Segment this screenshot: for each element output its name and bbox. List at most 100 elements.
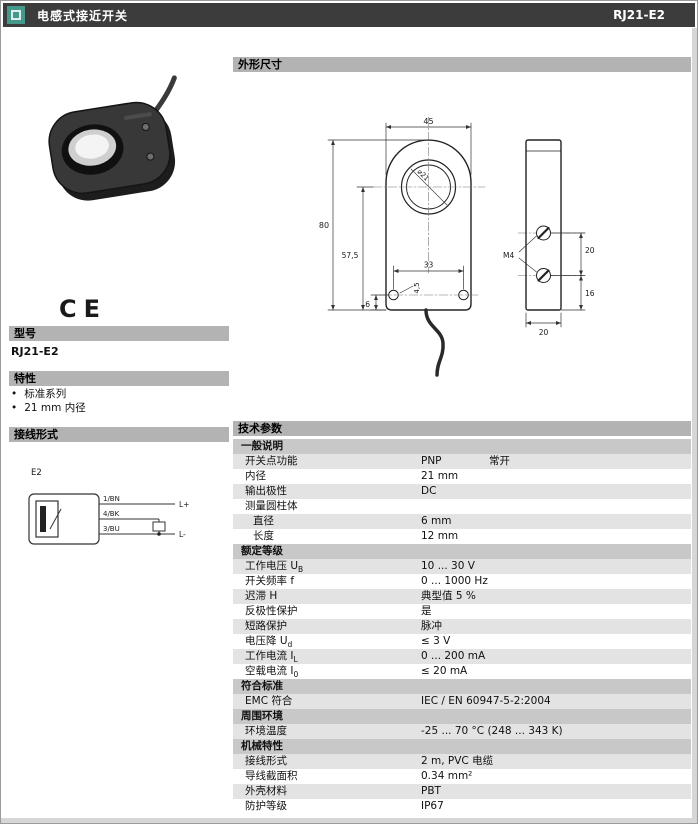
- tech-row: 防护等级 IP67: [233, 799, 691, 814]
- tech-row-label: 电压降 Ud: [245, 635, 293, 650]
- side-view: [525, 139, 562, 311]
- section-header-dimensions: 外形尺寸: [233, 57, 691, 72]
- tech-row-label: 直径: [253, 515, 274, 527]
- tech-row: 直径 6 mm: [233, 514, 691, 529]
- tech-section-title: 符合标准: [233, 679, 691, 694]
- feature-item: 标准系列: [11, 387, 86, 401]
- tech-row-value: IP67: [421, 800, 444, 812]
- product-photo: [9, 41, 229, 293]
- tech-row-value: ≤ 3 V: [421, 635, 451, 647]
- tech-row-value: -25 ... 70 °C (248 ... 343 K): [421, 725, 563, 737]
- section-header-connection: 接线形式: [9, 427, 229, 442]
- tech-row-value: IEC / EN 60947-5-2:2004: [421, 695, 551, 707]
- wiring-diagram: E2 1/BN 4/BK 3/BU L+ L-: [9, 449, 229, 569]
- dim-depth-label: 20: [539, 328, 549, 337]
- section-header-tech: 技术参数: [233, 421, 691, 436]
- wiring-diagram-svg: E2 1/BN 4/BK 3/BU L+ L-: [28, 468, 189, 545]
- tech-row-label: 迟滞 H: [245, 590, 278, 602]
- dim-center-height: [356, 186, 374, 311]
- dim-bottom-offset-label: 6: [365, 300, 370, 309]
- tech-row: 反极性保护是: [233, 604, 691, 619]
- header-model-number: RJ21-E2: [613, 8, 665, 22]
- section-header-features: 特性: [9, 371, 229, 386]
- tech-row-label: 防护等级: [245, 800, 287, 812]
- tech-row-value-2: 常开: [489, 455, 510, 467]
- tech-row-value: 6 mm: [421, 515, 452, 527]
- tech-row-label: 空载电流 I0: [245, 665, 299, 680]
- tech-section-title: 额定等级: [233, 544, 691, 559]
- tech-row: 电压降 Ud ≤ 3 V: [233, 634, 691, 649]
- product-screw-1: [141, 122, 150, 131]
- product-label-line: [124, 112, 152, 120]
- tech-row-value: 0.34 mm²: [421, 770, 473, 782]
- tech-row-value: PBT: [421, 785, 441, 797]
- tech-row-label: 环境温度: [245, 725, 287, 737]
- dim-screw-spacing-label: 20: [585, 246, 595, 255]
- dim-width: [385, 122, 472, 176]
- inductive-symbol-line: [49, 508, 62, 530]
- tech-row-label: 开关点功能: [245, 455, 298, 467]
- product-photo-svg: [48, 75, 177, 201]
- tech-row-label: 工作电压 UB: [245, 560, 304, 575]
- product-hole-inner: [75, 134, 109, 159]
- dim-height-label: 80: [319, 221, 329, 230]
- tech-row-label: 输出极性: [245, 485, 287, 497]
- page-edge-right: [692, 28, 697, 823]
- tech-row-label: 接线形式: [245, 755, 287, 767]
- dim-screw-bottom: [560, 275, 586, 311]
- page-edge-bottom: [1, 818, 697, 823]
- dim-hole-dia-label: 4,5: [413, 282, 421, 293]
- thread-leaders: [518, 235, 537, 273]
- tech-row: 开关点功能 PNP 常开: [233, 454, 691, 469]
- tech-row-value: 脉冲: [421, 620, 442, 632]
- tech-row: EMC 符合 IEC / EN 60947-5-2:2004: [233, 694, 691, 709]
- tech-row: 环境温度 -25 ... 70 °C (248 ... 343 K): [233, 724, 691, 739]
- dim-hole-dia-leader: [399, 285, 414, 294]
- tech-row-value: 0 ... 200 mA: [421, 650, 486, 662]
- centerlines: [372, 116, 586, 296]
- sensor-pictogram-icon: [7, 6, 25, 24]
- load-symbol: [152, 521, 166, 532]
- dimension-drawing-svg: 45 80 57,5: [319, 116, 595, 377]
- feature-list: 标准系列 21 mm 内径: [11, 387, 86, 415]
- tech-section-title: 周围环境: [233, 709, 691, 724]
- tech-row: 长度 12 mm: [233, 529, 691, 544]
- tech-row-label: 工作电流 IL: [245, 650, 298, 665]
- tech-row: 短路保护 脉冲: [233, 619, 691, 634]
- tech-row-label: 长度: [253, 530, 274, 542]
- drawing-cable: [424, 308, 445, 377]
- tech-row-value: PNP: [421, 455, 442, 467]
- tech-row-label: 测量圆柱体: [245, 500, 298, 512]
- inductive-symbol-bar: [40, 506, 46, 532]
- tech-row: 内径 21 mm: [233, 469, 691, 484]
- tech-row-value: 21 mm: [421, 470, 459, 482]
- tech-section-title: 机械特性: [233, 739, 691, 754]
- dim-hole-spacing-label: 33: [424, 261, 434, 270]
- tech-row: 空载电流 I0 ≤ 20 mA: [233, 664, 691, 679]
- tech-row-label: 外壳材料: [245, 785, 287, 797]
- tech-row-label: 内径: [245, 470, 266, 482]
- dim-center-height-label: 57,5: [342, 251, 359, 260]
- tech-row-value: 10 ... 30 V: [421, 560, 475, 572]
- dim-inner-dia-leader: [410, 168, 448, 206]
- tech-row-label: EMC 符合: [245, 695, 293, 707]
- section-header-model: 型号: [9, 326, 229, 341]
- dim-width-label: 45: [423, 117, 433, 126]
- thread-label: M4: [503, 251, 514, 260]
- tech-row-value: 12 mm: [421, 530, 459, 542]
- screw-slot-1: [537, 226, 550, 240]
- dimension-drawing: 45 80 57,5: [233, 75, 691, 419]
- tech-row-label: 短路保护: [245, 620, 287, 632]
- dim-depth: [525, 312, 562, 328]
- page-title: 电感式接近开关: [37, 8, 129, 23]
- tech-row-value: ≤ 20 mA: [421, 665, 468, 677]
- dim-screw-bottom-label: 16: [585, 289, 595, 298]
- tech-row-label: 开关频率 f: [245, 575, 295, 587]
- product-screw-2: [146, 152, 155, 161]
- pin-label-bk: 4/BK: [103, 510, 120, 518]
- dim-bottom-offset: [370, 294, 389, 311]
